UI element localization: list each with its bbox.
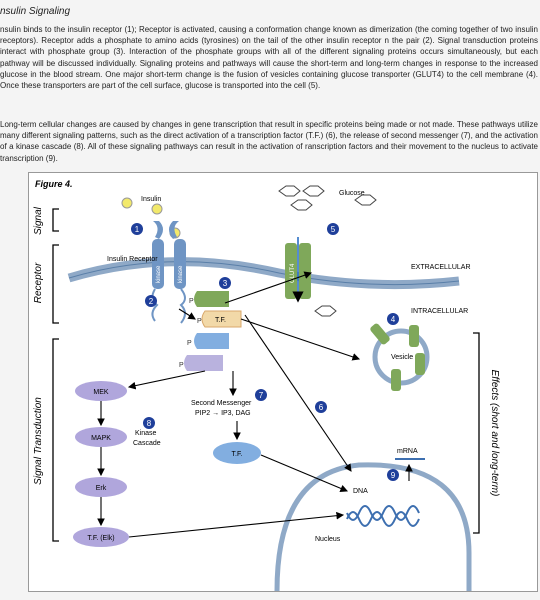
step-markers: 1 2 3 4 5 6 7 8 9 bbox=[131, 223, 399, 481]
second-messenger-label: Second Messenger bbox=[191, 400, 252, 407]
glucose-molecules bbox=[278, 185, 377, 317]
dna-strand bbox=[346, 505, 420, 521]
section-heading: nsulin Signaling bbox=[0, 6, 71, 17]
kinase-label-right: kinase bbox=[178, 265, 184, 283]
side-label-receptor: Receptor bbox=[33, 262, 44, 303]
glut4-label: GLUT4 bbox=[290, 263, 296, 283]
elk-to-dna-arrow bbox=[128, 511, 345, 538]
marker-3: 3 bbox=[223, 279, 228, 288]
paragraph-2: Long-term cellular changes are caused by… bbox=[0, 120, 538, 163]
side-label-signal: Signal bbox=[33, 206, 44, 235]
tf-to-dna-arrow bbox=[260, 454, 349, 493]
insulin-molecule bbox=[121, 197, 133, 209]
mek-label: MEK bbox=[93, 389, 109, 396]
extracellular-label: EXTRACELLULAR bbox=[411, 264, 471, 271]
marker-2: 2 bbox=[149, 297, 154, 306]
side-label-signal-transduction: Signal Transduction bbox=[33, 397, 44, 485]
marker-4: 4 bbox=[391, 315, 396, 324]
side-label-effects: Effects (short and long-term) bbox=[489, 370, 500, 497]
marker-1: 1 bbox=[135, 225, 140, 234]
figure-4: Figure 4. Signal Receptor Signal Transdu… bbox=[28, 172, 538, 592]
signal-proteins bbox=[184, 291, 242, 371]
svg-text:P: P bbox=[189, 298, 194, 305]
tf-second-messenger-node bbox=[213, 442, 261, 464]
marker-5: 5 bbox=[331, 225, 336, 234]
kinase-cascade bbox=[73, 381, 129, 547]
glucose-icon bbox=[290, 199, 313, 211]
erk-label: Erk bbox=[96, 485, 107, 492]
kinase-cascade-label-1: Kinase bbox=[135, 430, 157, 437]
nucleus-label: Nucleus bbox=[315, 536, 341, 543]
tf-direct-arrow bbox=[244, 314, 352, 472]
kinase-cascade-label-2: Cascade bbox=[133, 440, 161, 447]
glut4-vesicle bbox=[370, 323, 430, 391]
mapk-node bbox=[75, 427, 127, 447]
erk-node bbox=[75, 477, 127, 497]
cell-membrane bbox=[67, 257, 460, 290]
paragraph-1: nsulin binds to the insulin receptor (1)… bbox=[0, 25, 538, 91]
glucose-label: Glucose bbox=[339, 190, 365, 197]
marker-7: 7 bbox=[259, 391, 264, 400]
nucleus-membrane bbox=[274, 462, 472, 591]
mapk-label: MAPK bbox=[91, 435, 111, 442]
phosphorylation-arrow bbox=[178, 308, 196, 320]
vesicle-arrow bbox=[240, 318, 361, 361]
svg-text:P: P bbox=[179, 362, 184, 369]
insulin-molecule bbox=[151, 203, 163, 215]
figure-title: Figure 4. bbox=[35, 179, 73, 189]
glut4-transporter bbox=[285, 243, 311, 299]
signaling-diagram: Figure 4. Signal Receptor Signal Transdu… bbox=[33, 179, 500, 591]
insulin-label: Insulin bbox=[141, 196, 161, 203]
tf-elk-node bbox=[73, 527, 129, 547]
svg-text:P: P bbox=[187, 340, 192, 347]
tf-elk-label: T.F. (Elk) bbox=[87, 535, 114, 542]
dna-strand bbox=[346, 511, 420, 527]
dna-label: DNA bbox=[353, 488, 368, 495]
tf-protein-label: T.F. bbox=[215, 317, 226, 324]
vesicle-label: Vesicle bbox=[391, 354, 413, 361]
tf-node-label: T.F. bbox=[232, 451, 243, 458]
receptor-label: Insulin Receptor bbox=[107, 256, 158, 263]
kinase-label-left: kinase bbox=[156, 265, 162, 283]
glut4-arrow bbox=[224, 271, 313, 304]
side-brackets bbox=[52, 208, 480, 542]
svg-text:P: P bbox=[197, 318, 202, 325]
mek-arrow bbox=[127, 370, 206, 390]
marker-8: 8 bbox=[147, 419, 152, 428]
pip-label: PIP2 → IP3, DAG bbox=[195, 410, 251, 417]
insulin-receptor bbox=[151, 221, 186, 324]
marker-6: 6 bbox=[319, 403, 324, 412]
mrna-label: mRNA bbox=[397, 448, 418, 455]
mek-node bbox=[75, 381, 127, 401]
intracellular-label: INTRACELLULAR bbox=[411, 308, 468, 315]
phosphate-labels: P P P P bbox=[179, 298, 202, 369]
marker-9: 9 bbox=[391, 471, 396, 480]
pathway-arrows bbox=[97, 271, 413, 538]
